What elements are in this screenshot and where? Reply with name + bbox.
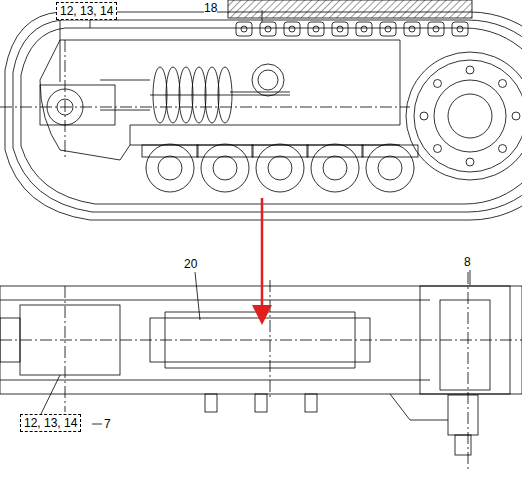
callout-number: 8 (464, 256, 471, 268)
callout-number: 20 (184, 258, 197, 270)
callout-box: 12, 13, 14 (56, 2, 117, 20)
callout-number: 12, 13, 14 (60, 4, 113, 18)
callout-box: 12, 13, 14 (20, 414, 81, 432)
callout-number: 12, 13, 14 (24, 416, 77, 430)
callout-number: 7 (104, 418, 111, 430)
callout-number: 18 (204, 2, 217, 14)
